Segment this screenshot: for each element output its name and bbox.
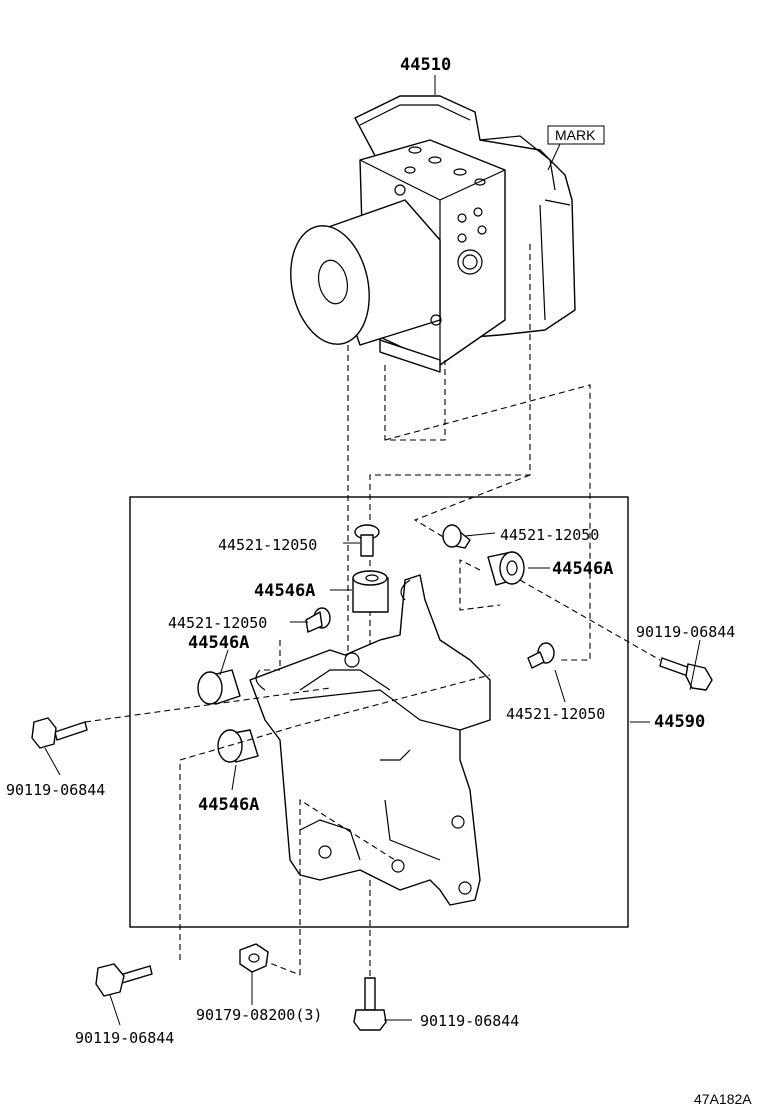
nut-bottom[interactable] [239,943,269,973]
mark-callout: MARK [547,125,605,171]
bolt-bottom-center[interactable] [353,977,387,1031]
label-44590: 44590 [654,712,705,732]
cushion-right[interactable] [487,551,525,586]
cushion-left-upper[interactable] [197,669,241,705]
label-collar-mid-left: 44521-12050 [168,614,267,632]
label-bolt-bottom-center: 90119-06844 [420,1012,519,1030]
cushion-left-lower[interactable] [217,729,259,763]
abs-actuator-illustration[interactable] [280,95,576,373]
label-44510: 44510 [400,55,451,75]
label-bolt-left-bottom: 90119-06844 [75,1029,174,1047]
label-cushion-left-lower: 44546A [198,795,259,815]
label-bolt-left-mid: 90119-06844 [6,781,105,799]
bolt-right[interactable] [659,657,713,691]
bolt-left-bottom[interactable] [95,963,153,997]
collar-top-right[interactable] [442,524,471,549]
label-collar-mid-right: 44521-12050 [506,705,605,723]
align-line-4 [384,384,591,661]
label-cushion-right: 44546A [552,559,613,579]
bolt-left-mid[interactable] [31,717,88,749]
figure-code: 47A182A [694,1091,752,1107]
label-collar-top-center: 44521-12050 [218,536,317,554]
collar-mid-right[interactable] [527,642,555,669]
collar-mid-left[interactable] [305,607,331,633]
align-line-3 [369,240,531,520]
collar-top-center[interactable] [354,524,380,557]
align-line-5 [413,474,531,539]
mark-label: MARK [555,127,596,143]
label-collar-top-right: 44521-12050 [500,526,599,544]
cushion-center[interactable] [352,570,389,613]
align-line-2 [384,360,446,441]
label-bolt-right: 90119-06844 [636,623,735,641]
bracket-illustration[interactable] [249,574,491,906]
label-cushion-left-upper: 44546A [188,633,249,653]
label-nut-bottom: 90179-08200(3) [196,1006,322,1024]
bracket-assembly-box [129,496,629,928]
label-cushion-center: 44546A [254,581,315,601]
